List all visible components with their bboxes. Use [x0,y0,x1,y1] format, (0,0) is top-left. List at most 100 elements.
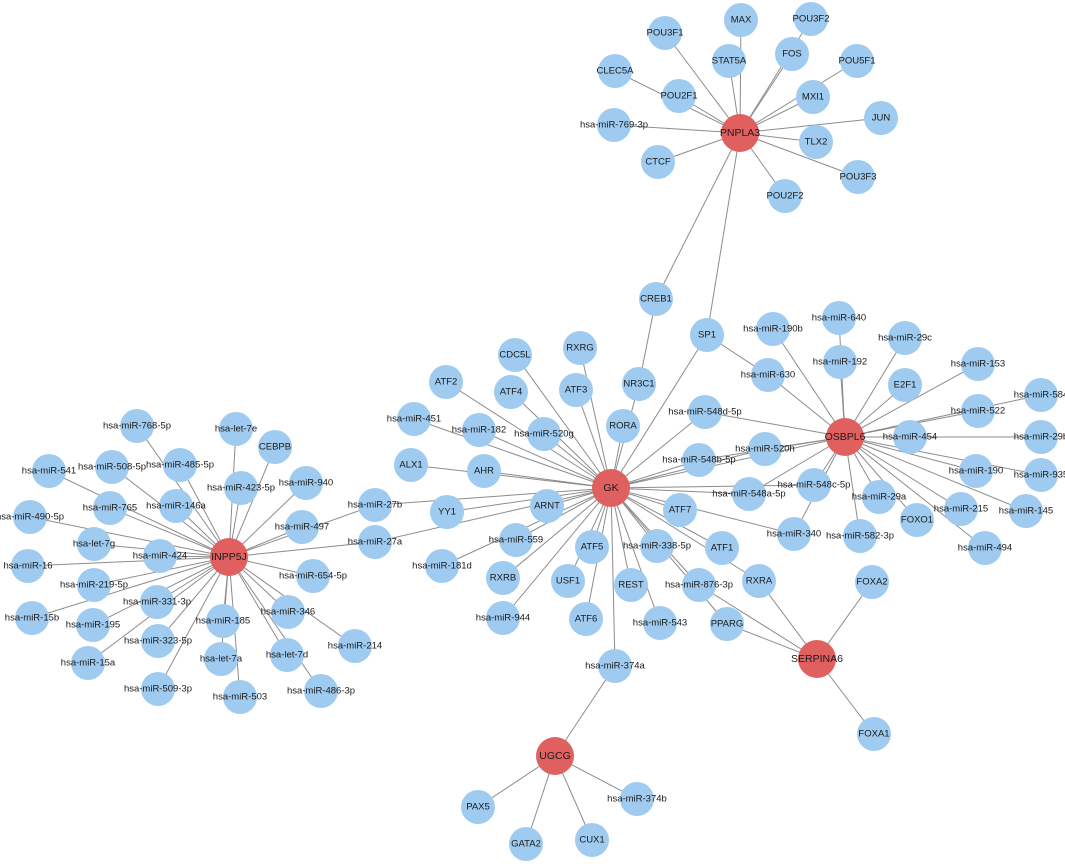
node-hsa-mir-508-5p[interactable]: hsa-miR-508-5p [78,450,146,484]
node-circle-sp1[interactable] [690,318,724,352]
node-rxra[interactable]: RXRA [742,564,776,598]
node-circle-hsa-mir-374a[interactable] [598,649,632,683]
node-circle-hsa-mir-190b[interactable] [756,312,790,346]
node-circle-hsa-mir-145[interactable] [1009,494,1043,528]
node-circle-e2f1[interactable] [888,368,922,402]
node-circle-pax5[interactable] [461,790,495,824]
node-hsa-mir-16[interactable]: hsa-miR-16 [3,549,53,583]
node-rest[interactable]: REST [614,568,648,602]
node-hsa-mir-29c[interactable]: hsa-miR-29c [878,321,932,355]
node-circle-hsa-mir-215[interactable] [944,492,978,526]
hub-node-pnpla3[interactable]: PNPLA3 [720,114,760,152]
hub-circle-pnpla3[interactable] [721,114,759,152]
node-circle-pou3f1[interactable] [648,16,682,50]
node-circle-hsa-mir-27a[interactable] [358,525,392,559]
node-hsa-mir-145[interactable]: hsa-miR-145 [999,494,1053,528]
node-circle-foxa1[interactable] [857,717,891,751]
node-circle-hsa-mir-508-5p[interactable] [95,450,129,484]
node-circle-hsa-mir-29c[interactable] [888,321,922,355]
node-atf1[interactable]: ATF1 [705,531,739,565]
node-circle-atf2[interactable] [429,365,463,399]
node-circle-hsa-mir-340[interactable] [777,517,811,551]
node-hsa-mir-374a[interactable]: hsa-miR-374a [585,649,646,683]
node-hsa-mir-146a[interactable]: hsa-miR-146a [146,489,207,523]
node-circle-atf5[interactable] [575,530,609,564]
node-hsa-mir-765[interactable]: hsa-miR-765 [83,491,137,525]
node-atf7[interactable]: ATF7 [663,493,697,527]
node-circle-hsa-mir-153[interactable] [961,347,995,381]
node-hsa-mir-190[interactable]: hsa-miR-190 [949,454,1003,488]
node-hsa-mir-876-3p[interactable]: hsa-miR-876-3p [665,568,733,602]
node-circle-fos[interactable] [775,37,809,71]
node-hsa-mir-185[interactable]: hsa-miR-185 [196,604,250,638]
node-hsa-mir-548c-5p[interactable]: hsa-miR-548c-5p [778,468,851,502]
node-circle-yy1[interactable] [430,495,464,529]
node-hsa-mir-153[interactable]: hsa-miR-153 [951,347,1005,381]
node-atf4[interactable]: ATF4 [494,375,528,409]
node-circle-hsa-mir-192[interactable] [823,345,857,379]
node-rxrb[interactable]: RXRB [486,561,520,595]
node-circle-hsa-mir-582-3p[interactable] [843,519,877,553]
node-circle-atf6[interactable] [569,602,603,636]
node-hsa-mir-497[interactable]: hsa-miR-497 [275,510,329,544]
node-atf6[interactable]: ATF6 [569,602,603,636]
node-circle-rora[interactable] [606,409,640,443]
node-sp1[interactable]: SP1 [690,318,724,352]
node-circle-hsa-mir-509-3p[interactable] [141,672,175,706]
node-circle-cdc5l[interactable] [498,338,532,372]
node-cux1[interactable]: CUX1 [575,823,609,857]
node-jun[interactable]: JUN [864,101,898,135]
node-atf3[interactable]: ATF3 [559,373,593,407]
node-hsa-mir-503[interactable]: hsa-miR-503 [213,680,267,714]
node-circle-mxi1[interactable] [796,80,830,114]
node-hsa-mir-331-3p[interactable]: hsa-miR-331-3p [123,585,191,619]
node-cebpb[interactable]: CEBPB [258,430,292,464]
node-clec5a[interactable]: CLEC5A [597,54,635,88]
node-hsa-mir-181d[interactable]: hsa-miR-181d [412,549,472,583]
node-pou3f3[interactable]: POU3F3 [840,160,877,194]
node-circle-hsa-mir-944[interactable] [486,601,520,635]
node-circle-hsa-mir-520g[interactable] [527,417,561,451]
hub-circle-serpina6[interactable] [798,640,836,678]
node-circle-pou5f1[interactable] [840,44,874,78]
node-circle-hsa-let-7g[interactable] [77,527,111,561]
node-hsa-mir-374b[interactable]: hsa-miR-374b [607,782,667,816]
node-hsa-mir-182[interactable]: hsa-miR-182 [452,413,506,447]
node-hsa-mir-548d-5p[interactable]: hsa-miR-548d-5p [668,395,742,429]
node-circle-hsa-mir-520h[interactable] [748,432,782,466]
node-pax5[interactable]: PAX5 [461,790,495,824]
node-usf1[interactable]: USF1 [551,564,585,598]
node-circle-atf7[interactable] [663,493,697,527]
node-circle-foxa2[interactable] [855,565,889,599]
node-circle-hsa-mir-559[interactable] [499,523,533,557]
node-pou3f1[interactable]: POU3F1 [647,16,684,50]
node-circle-hsa-mir-584[interactable] [1024,378,1058,412]
node-e2f1[interactable]: E2F1 [888,368,922,402]
node-hsa-mir-548b-5p[interactable]: hsa-miR-548b-5p [662,443,736,477]
node-circle-atf3[interactable] [559,373,593,407]
node-hsa-let-7e[interactable]: hsa-let-7e [215,412,257,446]
node-foxa1[interactable]: FOXA1 [857,717,891,751]
hub-circle-ugcg[interactable] [536,737,574,775]
node-pou3f2[interactable]: POU3F2 [793,2,830,36]
node-circle-hsa-mir-190[interactable] [959,454,993,488]
node-circle-hsa-mir-486-3p[interactable] [304,674,338,708]
node-hsa-mir-769-3p[interactable]: hsa-miR-769-3p [580,108,648,142]
node-hsa-mir-944[interactable]: hsa-miR-944 [476,601,530,635]
node-circle-alx1[interactable] [394,448,428,482]
node-hsa-mir-520g[interactable]: hsa-miR-520g [514,417,574,451]
node-hsa-mir-768-5p[interactable]: hsa-miR-768-5p [103,409,171,443]
node-circle-hsa-mir-374b[interactable] [620,782,654,816]
node-yy1[interactable]: YY1 [430,495,464,529]
node-stat5a[interactable]: STAT5A [712,44,747,78]
node-hsa-mir-559[interactable]: hsa-miR-559 [489,523,543,557]
node-max[interactable]: MAX [724,3,758,37]
node-circle-hsa-mir-654-5p[interactable] [296,559,330,593]
hub-circle-osbpl6[interactable] [826,418,864,456]
node-pou5f1[interactable]: POU5F1 [839,44,876,78]
node-hsa-mir-520h[interactable]: hsa-miR-520h [735,432,795,466]
node-circle-rxrb[interactable] [486,561,520,595]
node-circle-ctcf[interactable] [641,145,675,179]
node-circle-hsa-mir-346[interactable] [271,595,305,629]
node-hsa-mir-195[interactable]: hsa-miR-195 [66,608,120,642]
